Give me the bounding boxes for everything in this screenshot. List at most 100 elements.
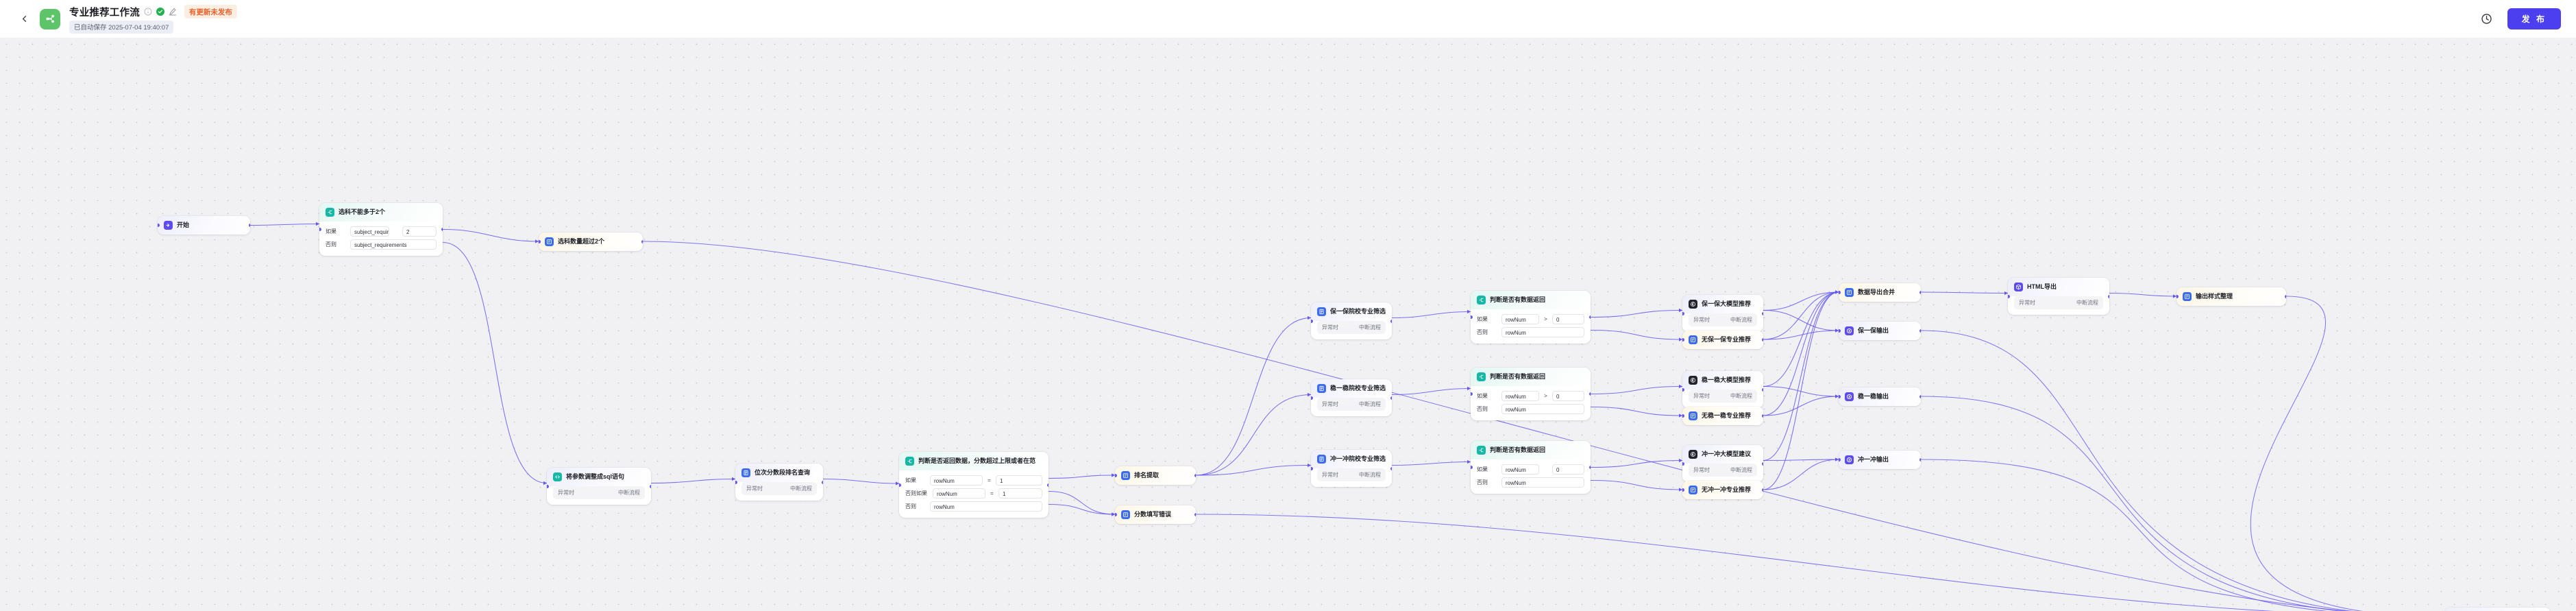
- node-output-handle[interactable]: [1761, 338, 1763, 342]
- workflow-node-score-error[interactable]: 分数填写错误: [1115, 505, 1196, 524]
- node-output-handle[interactable]: [1046, 483, 1048, 487]
- node-output-handle[interactable]: [2107, 294, 2109, 298]
- node-input-handle[interactable]: [899, 483, 901, 487]
- node-output-handle[interactable]: [1194, 513, 1196, 516]
- node-output-handle[interactable]: [1761, 488, 1763, 492]
- workflow-node-rank-query[interactable]: 位次分数段排名查询异常时中断流程: [735, 464, 823, 501]
- back-button[interactable]: [15, 10, 33, 28]
- condition-value-field[interactable]: 0: [1552, 464, 1584, 475]
- node-output-handle[interactable]: [1588, 392, 1591, 396]
- error-handling-row[interactable]: 异常时中断流程: [2014, 296, 2103, 309]
- node-output-handle[interactable]: [649, 484, 651, 488]
- node-input-handle[interactable]: [1682, 488, 1684, 492]
- condition-variable-field[interactable]: subject_requir: [350, 226, 389, 237]
- workflow-node-subject-over[interactable]: 选科数量超过2个: [539, 232, 643, 251]
- condition-variable-field[interactable]: rowNum: [930, 501, 1042, 512]
- workflow-node-end[interactable]: 结束: [2444, 608, 2551, 611]
- workflow-node-wen-output[interactable]: 稳一稳输出: [1839, 387, 1921, 406]
- condition-variable-field[interactable]: rowNum: [1501, 464, 1539, 475]
- workflow-node-wen-none[interactable]: 无稳一稳专业推荐: [1682, 407, 1763, 425]
- condition-variable-field[interactable]: subject_requirements: [350, 239, 437, 250]
- node-output-handle[interactable]: [2284, 295, 2286, 298]
- node-input-handle[interactable]: [319, 228, 321, 231]
- node-input-handle[interactable]: [1311, 466, 1313, 470]
- node-output-handle[interactable]: [1919, 458, 1921, 462]
- node-output-handle[interactable]: [1761, 462, 1763, 466]
- node-output-handle[interactable]: [821, 480, 823, 484]
- condition-variable-field[interactable]: rowNum: [933, 488, 985, 499]
- workflow-node-chong-llm[interactable]: 冲一冲大模型建议异常时中断流程: [1682, 445, 1763, 482]
- node-output-handle[interactable]: [1761, 311, 1763, 315]
- condition-value-field[interactable]: 1: [998, 488, 1042, 499]
- workflow-node-bao-none[interactable]: 无保一保专业推荐: [1682, 331, 1763, 349]
- workflow-node-param-to-sql[interactable]: 将参数调整成sql语句异常时中断流程: [547, 468, 651, 505]
- node-input-handle[interactable]: [547, 484, 549, 488]
- info-icon[interactable]: [144, 8, 152, 16]
- node-input-handle[interactable]: [1682, 462, 1684, 466]
- node-input-handle[interactable]: [2008, 294, 2010, 298]
- node-input-handle[interactable]: [1839, 291, 1841, 294]
- node-input-handle[interactable]: [1839, 458, 1841, 462]
- workflow-node-style-format[interactable]: 输出样式整理: [2176, 287, 2286, 306]
- condition-variable-field[interactable]: rowNum: [1501, 477, 1584, 488]
- node-input-handle[interactable]: [1115, 474, 1117, 477]
- workflow-node-rank-extract[interactable]: 排名提取: [1115, 466, 1196, 485]
- condition-value-field[interactable]: 1: [996, 475, 1042, 486]
- node-input-handle[interactable]: [539, 240, 541, 243]
- workflow-node-bao-output[interactable]: 保一保输出: [1839, 322, 1921, 340]
- workflow-node-bao-filter[interactable]: 保一保院校专业筛选异常时中断流程: [1311, 302, 1392, 339]
- node-input-handle[interactable]: [158, 224, 160, 227]
- workflow-node-chong-none[interactable]: 无冲一冲专业推荐: [1682, 481, 1763, 499]
- publish-button[interactable]: 发 布: [2507, 8, 2561, 29]
- node-input-handle[interactable]: [1471, 466, 1473, 469]
- error-handling-row[interactable]: 异常时中断流程: [1689, 390, 1757, 403]
- workflow-node-chong-filter[interactable]: 冲一冲院校专业筛选异常时中断流程: [1311, 450, 1392, 487]
- node-input-handle[interactable]: [1682, 387, 1684, 392]
- condition-variable-field[interactable]: rowNum: [1501, 404, 1584, 414]
- node-output-handle[interactable]: [248, 224, 250, 227]
- node-output-handle[interactable]: [1390, 319, 1392, 323]
- node-output-handle[interactable]: [1390, 466, 1392, 470]
- condition-variable-field[interactable]: rowNum: [930, 475, 983, 486]
- node-output-handle[interactable]: [1919, 291, 1921, 294]
- edit-pencil-icon[interactable]: [169, 8, 177, 16]
- node-input-handle[interactable]: [1471, 392, 1473, 396]
- condition-variable-field[interactable]: rowNum: [1501, 327, 1584, 337]
- node-output-handle[interactable]: [1761, 387, 1763, 392]
- node-output-handle[interactable]: [441, 228, 443, 231]
- node-input-handle[interactable]: [1682, 311, 1684, 315]
- node-input-handle[interactable]: [1115, 513, 1117, 516]
- error-handling-row[interactable]: 异常时中断流程: [1317, 321, 1386, 334]
- node-input-handle[interactable]: [735, 480, 737, 484]
- workflow-node-wen-filter[interactable]: 稳一稳院校专业筛选异常时中断流程: [1311, 379, 1392, 416]
- node-output-handle[interactable]: [1390, 396, 1392, 400]
- workflow-node-chong-output[interactable]: 冲一冲输出: [1839, 451, 1921, 469]
- node-output-handle[interactable]: [1919, 329, 1921, 333]
- condition-value-field[interactable]: 2: [402, 226, 437, 237]
- condition-variable-field[interactable]: rowNum: [1501, 391, 1539, 401]
- node-input-handle[interactable]: [1682, 338, 1684, 342]
- node-input-handle[interactable]: [2176, 295, 2179, 298]
- workflow-node-merge-export[interactable]: 数据导出合并: [1839, 283, 1921, 302]
- error-handling-row[interactable]: 异常时中断流程: [1317, 468, 1386, 481]
- node-input-handle[interactable]: [1839, 395, 1841, 398]
- node-output-handle[interactable]: [1761, 414, 1763, 418]
- node-output-handle[interactable]: [641, 240, 643, 243]
- node-input-handle[interactable]: [1311, 319, 1313, 323]
- error-handling-row[interactable]: 异常时中断流程: [1317, 398, 1386, 411]
- node-input-handle[interactable]: [1311, 396, 1313, 400]
- node-input-handle[interactable]: [1471, 315, 1473, 319]
- condition-variable-field[interactable]: rowNum: [1501, 314, 1539, 324]
- node-input-handle[interactable]: [1839, 329, 1841, 333]
- node-output-handle[interactable]: [1588, 466, 1591, 469]
- workflow-node-wen-llm[interactable]: 稳一稳大模型推荐异常时中断流程: [1682, 371, 1763, 408]
- error-handling-row[interactable]: 异常时中断流程: [1689, 464, 1757, 477]
- node-input-handle[interactable]: [1682, 414, 1684, 418]
- node-output-handle[interactable]: [1919, 395, 1921, 398]
